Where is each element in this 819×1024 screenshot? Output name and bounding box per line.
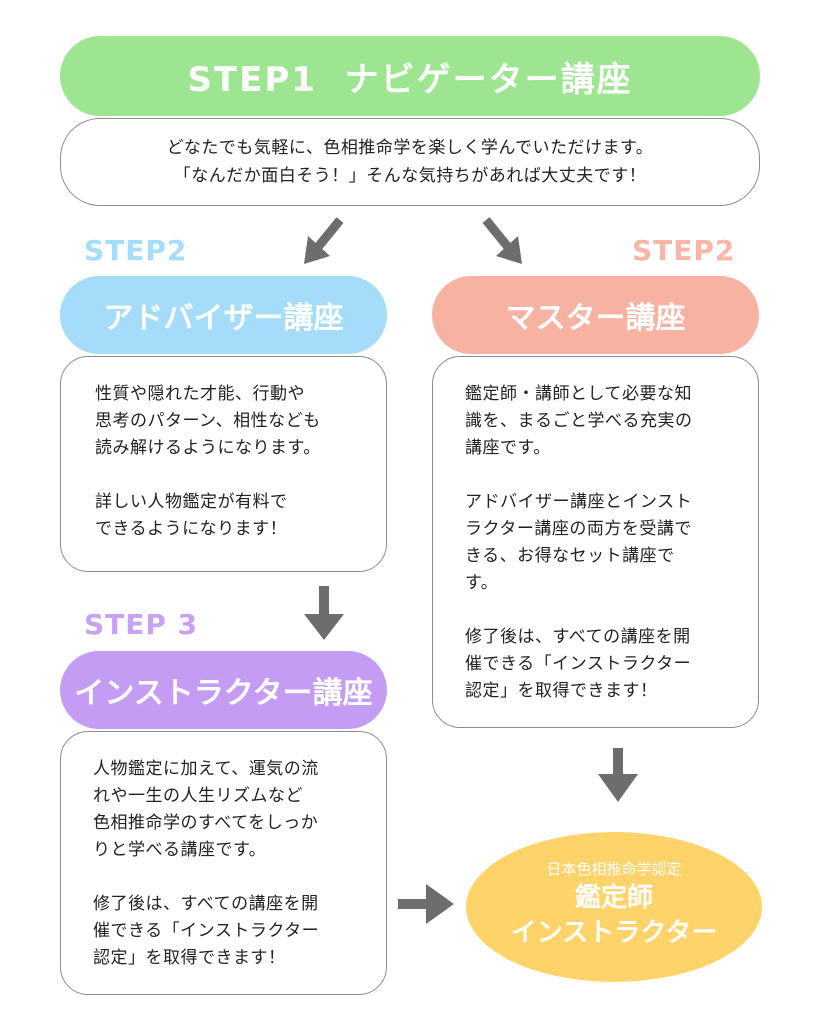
- instructor-body: 人物鑑定に加えて、運気の流 れや一生の人生リズムなど 色相推命学のすべてをしっか…: [93, 759, 320, 968]
- master-body-box: 鑑定師・講師として必要な知 識を、まるごと学べる充実の 講座です。 アドバイザー…: [432, 356, 759, 728]
- step1-description-line1: どなたでも気軽に、色相推命学を楽しく学んでいただけます。: [166, 138, 654, 158]
- instructor-step-label: STEP 3: [84, 608, 199, 641]
- instructor-title-pill: インストラクター講座: [60, 651, 387, 729]
- adviser-body-box: 性質や隠れた才能、行動や 思考のパターン、相性なども 読み解けるようになります。…: [60, 356, 387, 572]
- adviser-step-label: STEP2: [84, 234, 188, 267]
- arrow-right-icon: [398, 884, 454, 924]
- master-title-pill: マスター講座: [432, 276, 759, 354]
- instructor-body-box: 人物鑑定に加えて、運気の流 れや一生の人生リズムなど 色相推命学のすべてをしっか…: [60, 731, 387, 995]
- arrow-down-icon: [304, 586, 344, 640]
- adviser-title-pill: アドバイザー講座: [60, 276, 387, 354]
- adviser-body: 性質や隠れた才能、行動や 思考のパターン、相性なども 読み解けるようになります。…: [95, 384, 321, 539]
- step1-description-line2: 「なんだか面白そう！」そんな気持ちがあれば大丈夫です！: [173, 166, 647, 186]
- certification-ellipse: 日本色相推命学認定 鑑定師 インストラクター: [466, 832, 762, 982]
- instructor-title: インストラクター講座: [74, 676, 373, 711]
- arrow-down-right-icon: [482, 217, 522, 264]
- certification-subtitle: 日本色相推命学認定: [546, 859, 682, 878]
- master-body: 鑑定師・講師として必要な知 識を、まるごと学べる充実の 講座です。 アドバイザー…: [465, 384, 693, 701]
- step1-title: STEP1 ナビゲーター講座: [187, 59, 633, 100]
- master-title: マスター講座: [505, 301, 686, 336]
- step1-title-pill: STEP1 ナビゲーター講座: [60, 36, 760, 116]
- master-step-label: STEP2: [632, 234, 736, 267]
- arrow-down-left-icon: [304, 217, 344, 264]
- adviser-title: アドバイザー講座: [103, 301, 344, 336]
- arrow-down-icon-master: [598, 748, 638, 802]
- certification-title-line1: 鑑定師: [574, 882, 653, 913]
- certification-title-line2: インストラクター: [510, 917, 718, 948]
- step1-description-box: どなたでも気軽に、色相推命学を楽しく学んでいただけます。 「なんだか面白そう！」…: [60, 118, 760, 206]
